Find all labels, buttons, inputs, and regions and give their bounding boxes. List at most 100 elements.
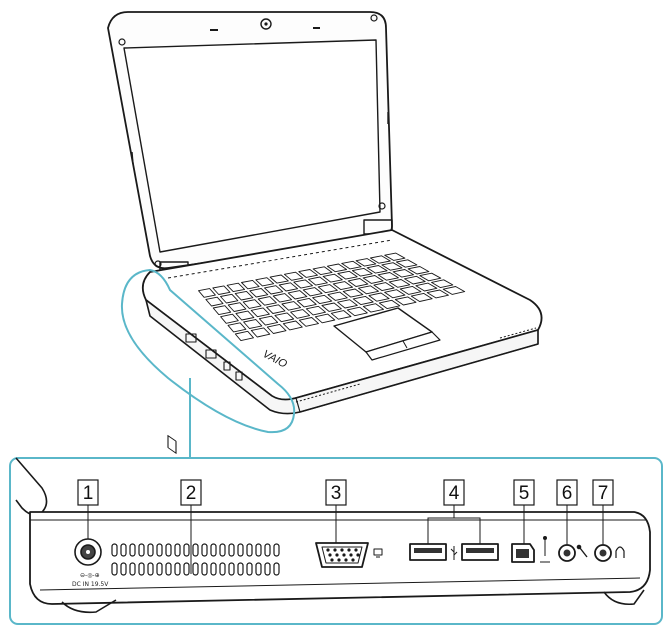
keyboard-key — [212, 305, 232, 316]
keyboard-key — [337, 270, 358, 280]
vent-slot — [165, 562, 172, 576]
callout-7-number: 7 — [598, 483, 609, 504]
keyboard — [198, 252, 466, 342]
keyboard-key — [366, 265, 388, 274]
front-vent-left — [295, 383, 361, 403]
keyboard-key — [266, 304, 286, 314]
i-link-symbol-icon — [540, 536, 550, 563]
rubber-foot-right — [603, 589, 645, 606]
keyboard-key — [250, 307, 270, 318]
keyboard-key — [317, 284, 338, 294]
keyboard-key — [415, 282, 438, 292]
callout-leaders — [87, 505, 604, 574]
vent-slot — [273, 543, 280, 557]
keyboard-key — [347, 278, 369, 287]
vga-pin — [342, 553, 346, 557]
vga-pin — [356, 553, 360, 557]
callout-boxes: 1 2 3 4 5 6 7 — [77, 479, 614, 506]
keyboard-key — [308, 276, 328, 286]
vent-slot — [255, 543, 262, 557]
keyboard-key — [332, 281, 354, 291]
vga-pin — [330, 558, 334, 562]
keyboard-key — [327, 291, 348, 301]
dc-in-label: DC IN 19.5V — [72, 581, 109, 588]
keyboard-key — [399, 285, 422, 295]
vga-pin — [337, 558, 341, 562]
keyboard-key — [373, 282, 395, 292]
keyboard-key — [388, 279, 411, 288]
lid-display-panel — [123, 39, 381, 253]
keyboard-key — [249, 288, 269, 298]
keyboard-key — [355, 258, 377, 267]
vent-slot — [174, 543, 181, 557]
keyboard-key — [442, 286, 466, 295]
webcam-lens — [260, 18, 272, 30]
keyboard-key — [227, 302, 247, 312]
keyboard-key — [369, 255, 391, 264]
keyboard-key — [235, 310, 255, 321]
keyboard-key — [255, 277, 275, 287]
laptop-base: VAIO — [141, 229, 543, 454]
vent-slot — [174, 562, 181, 576]
keyboard-key — [283, 271, 304, 281]
keyboard-key — [282, 320, 303, 331]
vent-slot — [228, 562, 235, 576]
vent-slot — [255, 562, 262, 576]
base-side-ports — [167, 333, 243, 454]
callout-4: 4 — [443, 479, 465, 506]
lid-screw-bottom-left — [154, 260, 162, 268]
vent-slot — [246, 562, 253, 576]
usb-port-left-tongue — [414, 548, 442, 553]
keyboard-key — [212, 285, 231, 295]
keyboard-key — [362, 275, 384, 284]
keyboard-key — [330, 310, 352, 320]
keyboard-key — [227, 322, 247, 333]
webcam-led — [264, 22, 268, 26]
keyboard-key — [302, 287, 323, 297]
vent-slot — [237, 562, 244, 576]
i-link-port-inner — [516, 549, 529, 558]
keyboard-key — [384, 289, 406, 299]
keyboard-key — [226, 282, 246, 293]
keyboard-key — [394, 296, 417, 306]
monitor-port-pins — [326, 548, 360, 562]
leader-4 — [427, 505, 481, 526]
keyboard-key — [296, 297, 317, 308]
keyboard-key — [258, 315, 279, 326]
vent-slot — [129, 543, 136, 557]
vga-pin — [328, 553, 332, 557]
callout-2: 2 — [180, 479, 202, 506]
vent-slot — [210, 543, 217, 557]
vent-slot — [147, 543, 154, 557]
callout-1: 1 — [77, 479, 99, 506]
keyboard-key — [368, 292, 390, 302]
vent-slot — [156, 562, 163, 576]
keyboard-key — [264, 285, 284, 295]
keyboard-key — [342, 288, 364, 298]
keyboard-key — [242, 299, 262, 309]
vent-slot — [192, 543, 199, 557]
keyboard-key — [198, 288, 216, 298]
callout-3: 3 — [325, 479, 347, 506]
keyboard-key — [326, 263, 348, 273]
vent-slot — [156, 543, 163, 557]
vga-pin — [351, 558, 355, 562]
detail-side-view: ⊖-◎-⊕ DC IN 19.5V — [15, 457, 651, 614]
keyboard-key — [274, 312, 295, 323]
vent-slot — [111, 543, 118, 557]
vga-pin — [326, 548, 330, 552]
keyboard-key — [358, 285, 379, 295]
keyboard-key — [351, 267, 373, 277]
keyboard-key — [269, 274, 289, 284]
vent-slot — [165, 543, 172, 557]
keyboard-key — [395, 259, 418, 268]
keyboard-key — [431, 279, 454, 289]
keyboard-key — [234, 330, 254, 342]
keyboard-key — [362, 303, 384, 313]
lid-side-mark-left — [131, 151, 134, 165]
keyboard-key — [321, 302, 342, 312]
dc-in-port-pin — [86, 550, 90, 554]
keyboard-key — [272, 293, 293, 303]
vga-pin — [333, 548, 337, 552]
